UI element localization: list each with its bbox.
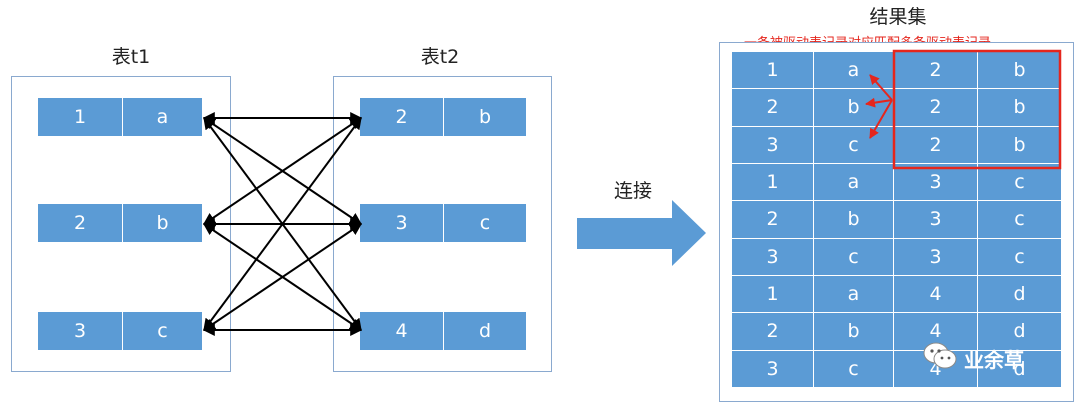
result-cell: a (814, 163, 894, 202)
result-cell: 2 (732, 89, 814, 127)
table-t2-title: 表t2 (420, 46, 460, 68)
t1-row-3-col1: 3 (38, 312, 122, 350)
result-cell: c (978, 238, 1062, 276)
result-cell: d (978, 313, 1062, 351)
t2-row-1-col2: b (443, 98, 526, 136)
t2-row-1-col1: 2 (360, 98, 443, 136)
result-cell: c (978, 201, 1062, 239)
result-cell: 2 (894, 126, 978, 164)
table-t1-title: 表t1 (111, 46, 151, 68)
result-cell: 1 (732, 275, 814, 314)
t1-row-3-col2: c (122, 312, 202, 350)
result-cell: 3 (732, 238, 814, 276)
result-cell: b (814, 313, 894, 351)
result-cell: b (978, 52, 1062, 90)
t1-row-2: 2 b (38, 204, 202, 242)
t1-row-1: 1 a (38, 98, 202, 136)
match-arrow (869, 99, 893, 139)
t2-row-2-col1: 3 (360, 204, 443, 242)
result-cell: 3 (894, 163, 978, 202)
result-cell: b (978, 126, 1062, 164)
join-arrow-icon (577, 200, 706, 266)
t2-row-3: 4 d (360, 312, 526, 350)
wechat-icon (922, 340, 958, 376)
result-cell: b (814, 201, 894, 239)
watermark: 业余草 (922, 340, 1024, 376)
match-arrow (865, 97, 893, 108)
result-cell: c (814, 238, 894, 276)
result-cell: 3 (732, 126, 814, 164)
result-cell: 3 (894, 238, 978, 276)
result-cell: c (814, 350, 894, 388)
t1-row-1-col2: a (122, 98, 202, 136)
t2-row-1: 2 b (360, 98, 526, 136)
t1-row-2-col1: 2 (38, 204, 122, 242)
result-cell: c (814, 126, 894, 164)
t2-row-3-col1: 4 (360, 312, 443, 350)
t2-row-2-col2: c (443, 204, 526, 242)
result-cell: b (978, 89, 1062, 127)
result-cell: c (978, 163, 1062, 202)
t1-row-2-col2: b (122, 204, 202, 242)
result-grid: 1 a 2 b 2 b 2 b 3 c 2 b 1 a 3 c 2 b 3 c … (732, 52, 1062, 388)
t1-row-3: 3 c (38, 312, 202, 350)
result-title: 结果集 (869, 6, 927, 28)
t2-row-2: 3 c (360, 204, 526, 242)
result-cell: 3 (732, 350, 814, 388)
result-cell: d (978, 275, 1062, 314)
t1-row-1-col1: 1 (38, 98, 122, 136)
result-cell: 1 (732, 52, 814, 90)
result-cell: a (814, 52, 894, 90)
result-cell: 2 (894, 89, 978, 127)
join-label: 连接 (614, 180, 653, 202)
result-cell: d (978, 350, 1062, 388)
match-arrow (869, 74, 893, 101)
result-cell: 1 (732, 163, 814, 202)
result-cell: 2 (732, 201, 814, 239)
match-highlight-box (892, 49, 1062, 170)
result-cell: 3 (894, 201, 978, 239)
result-cell: 2 (732, 313, 814, 351)
connector-line (203, 223, 362, 331)
watermark-text: 业余草 (964, 347, 1024, 372)
t2-row-3-col2: d (443, 312, 526, 350)
result-cell: 4 (894, 275, 978, 314)
result-cell: a (814, 275, 894, 314)
result-cell: 2 (894, 52, 978, 90)
